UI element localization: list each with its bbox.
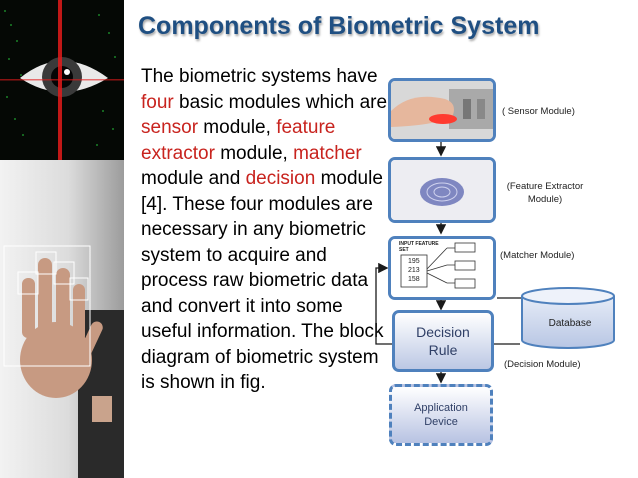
highlight-decision: decision xyxy=(245,168,316,189)
body-text-segment: module [4]. These four modules are neces… xyxy=(141,168,384,393)
body-paragraph: The biometric systems have four basic mo… xyxy=(141,64,391,396)
body-text-segment: The biometric systems have xyxy=(141,66,378,87)
eye-icon xyxy=(0,0,124,160)
matcher-module-label: (Matcher Module) xyxy=(500,250,575,261)
database-cylinder-icon xyxy=(521,287,615,349)
database-label: Database xyxy=(548,318,592,329)
fingerprint-sensor-icon xyxy=(391,81,493,139)
feature-extractor-box xyxy=(388,157,496,223)
slide-title: Components of Biometric System xyxy=(138,12,540,40)
sensor-module-box xyxy=(388,78,496,142)
highlight-four: four xyxy=(141,91,174,113)
hand-scan-image xyxy=(0,160,124,478)
highlight-matcher: matcher xyxy=(293,142,362,164)
highlight-feature-extractor: feature extractor xyxy=(141,117,336,164)
sensor-module-label: ( Sensor Module) xyxy=(502,106,575,117)
matcher-inset-value: 213 xyxy=(408,267,420,274)
highlight-sensor: sensor xyxy=(141,117,199,138)
body-text-segment: module, xyxy=(214,142,294,164)
matcher-inset-header: INPUT FEATURE SET xyxy=(399,241,439,253)
matcher-inset-value: 195 xyxy=(408,258,420,265)
body-text-segment: module and xyxy=(141,168,246,189)
decorative-image-strip xyxy=(0,0,124,478)
feature-extractor-label: (Feature Extractor Module) xyxy=(506,181,584,205)
matcher-inset-diagram xyxy=(391,239,493,297)
fingerprint-icon xyxy=(391,160,493,220)
decision-module-label: (Decision Module) xyxy=(504,359,581,370)
decision-rule-text: Decision Rule xyxy=(416,324,470,358)
matcher-inset-value: 158 xyxy=(408,276,420,283)
body-text-segment: module, xyxy=(198,117,277,138)
body-text-segment: basic modules which are xyxy=(173,91,388,113)
application-device-box: Application Device xyxy=(389,384,493,446)
matcher-module-box: INPUT FEATURE SET 195 213 158 xyxy=(388,236,496,300)
hand-icon xyxy=(3,245,124,478)
decision-rule-box: Decision Rule xyxy=(392,310,494,372)
application-device-text: Application Device xyxy=(414,402,468,428)
eye-scan-image xyxy=(0,0,124,160)
